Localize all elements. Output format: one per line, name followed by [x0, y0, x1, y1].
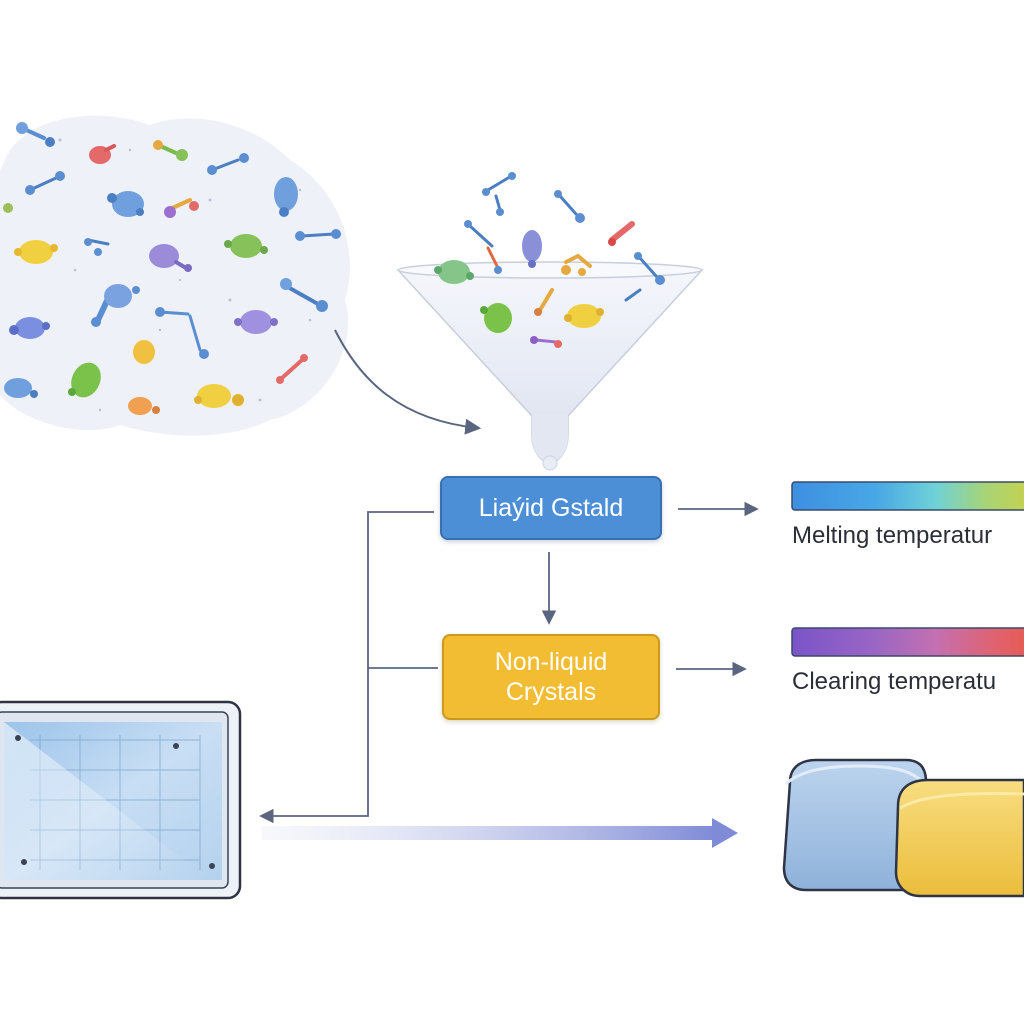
melting-temperature-label: Melting temperatur	[792, 522, 993, 549]
lc-to-display-arrow	[259, 511, 434, 824]
clearing-gradient-bar	[791, 627, 1024, 657]
non-liquid-crystals-label: Non-liquid Crystals	[494, 648, 608, 706]
display-to-blocks-arrow	[262, 818, 738, 848]
liquid-crystal-label: Liaýid Gstald	[478, 494, 624, 522]
melting-gradient-bar	[791, 481, 1024, 511]
molecule-cloud-icon	[0, 115, 350, 436]
liquid-crystal-box: Liaýid Gstald	[440, 476, 662, 540]
non-liquid-crystals-box: Non-liquid Crystals	[442, 634, 660, 720]
crystal-blocks-icon	[782, 758, 1024, 898]
lcd-display-icon	[0, 700, 242, 900]
funnel-icon	[396, 172, 704, 471]
flow-connectors	[259, 501, 759, 824]
clearing-temperature-label: Clearing temperatu	[792, 668, 997, 695]
cloud-to-funnel-arrow	[334, 329, 482, 435]
